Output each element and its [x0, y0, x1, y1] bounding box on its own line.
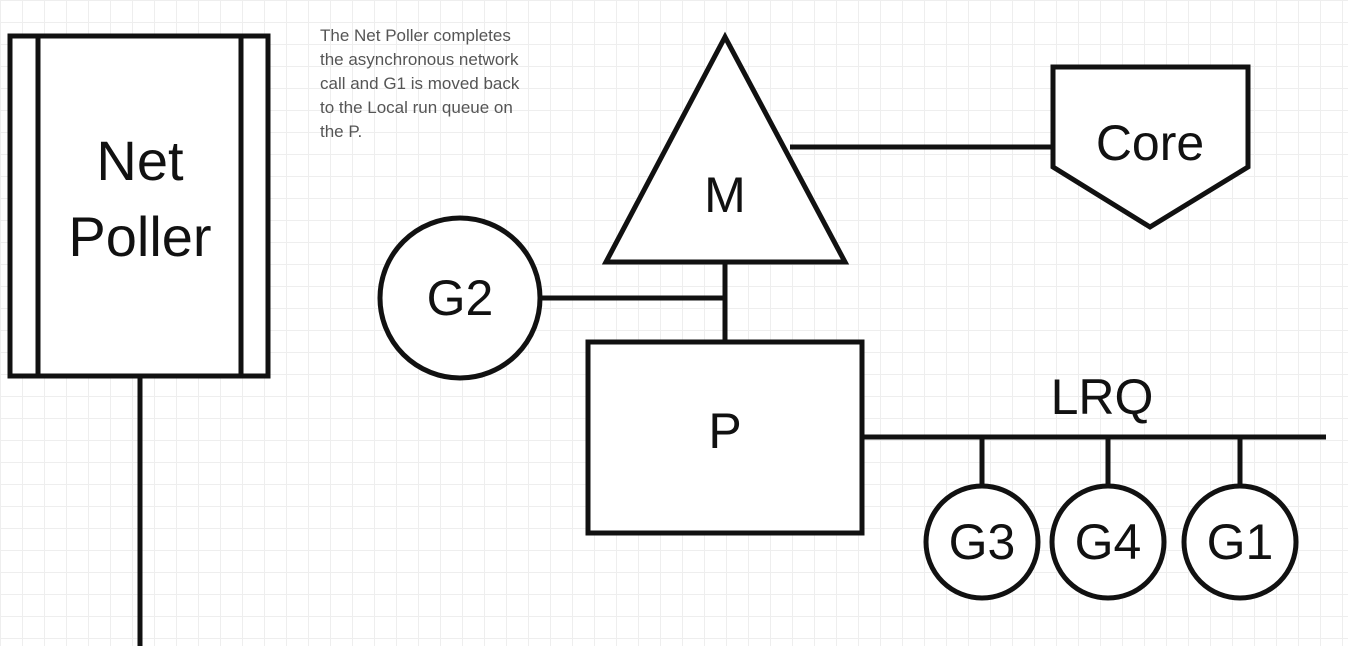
processor-label: P	[708, 403, 741, 459]
processor-box	[585, 339, 865, 536]
g1-node: G1	[1181, 483, 1299, 601]
g4-label: G4	[1075, 514, 1142, 570]
g1-circle	[1181, 483, 1299, 601]
g2-label: G2	[427, 270, 494, 326]
core-label: Core	[1096, 115, 1204, 171]
net-poller-label-line2: Poller	[68, 205, 211, 268]
net-poller-box	[7, 33, 271, 379]
g4-circle	[1049, 483, 1167, 601]
g2-circle	[377, 215, 543, 381]
g3-circle	[923, 483, 1041, 601]
g1-label: G1	[1207, 514, 1274, 570]
g3-node: G3	[923, 483, 1041, 601]
g3-label: G3	[949, 514, 1016, 570]
net-poller-label-line1: Net	[96, 129, 184, 192]
g4-node: G4	[1049, 483, 1167, 601]
caption-text: The Net Poller completes the asynchronou…	[320, 26, 520, 141]
machine-triangle	[601, 31, 850, 265]
machine-label: M	[704, 167, 746, 223]
g2-node: G2	[377, 215, 543, 381]
lrq-label: LRQ	[1051, 369, 1154, 425]
processor-node: P	[585, 339, 865, 536]
machine-node: M	[601, 31, 850, 265]
core-shape	[1050, 64, 1251, 230]
net-poller-node: Net Poller	[7, 33, 271, 379]
core-node: Core	[1050, 64, 1251, 230]
